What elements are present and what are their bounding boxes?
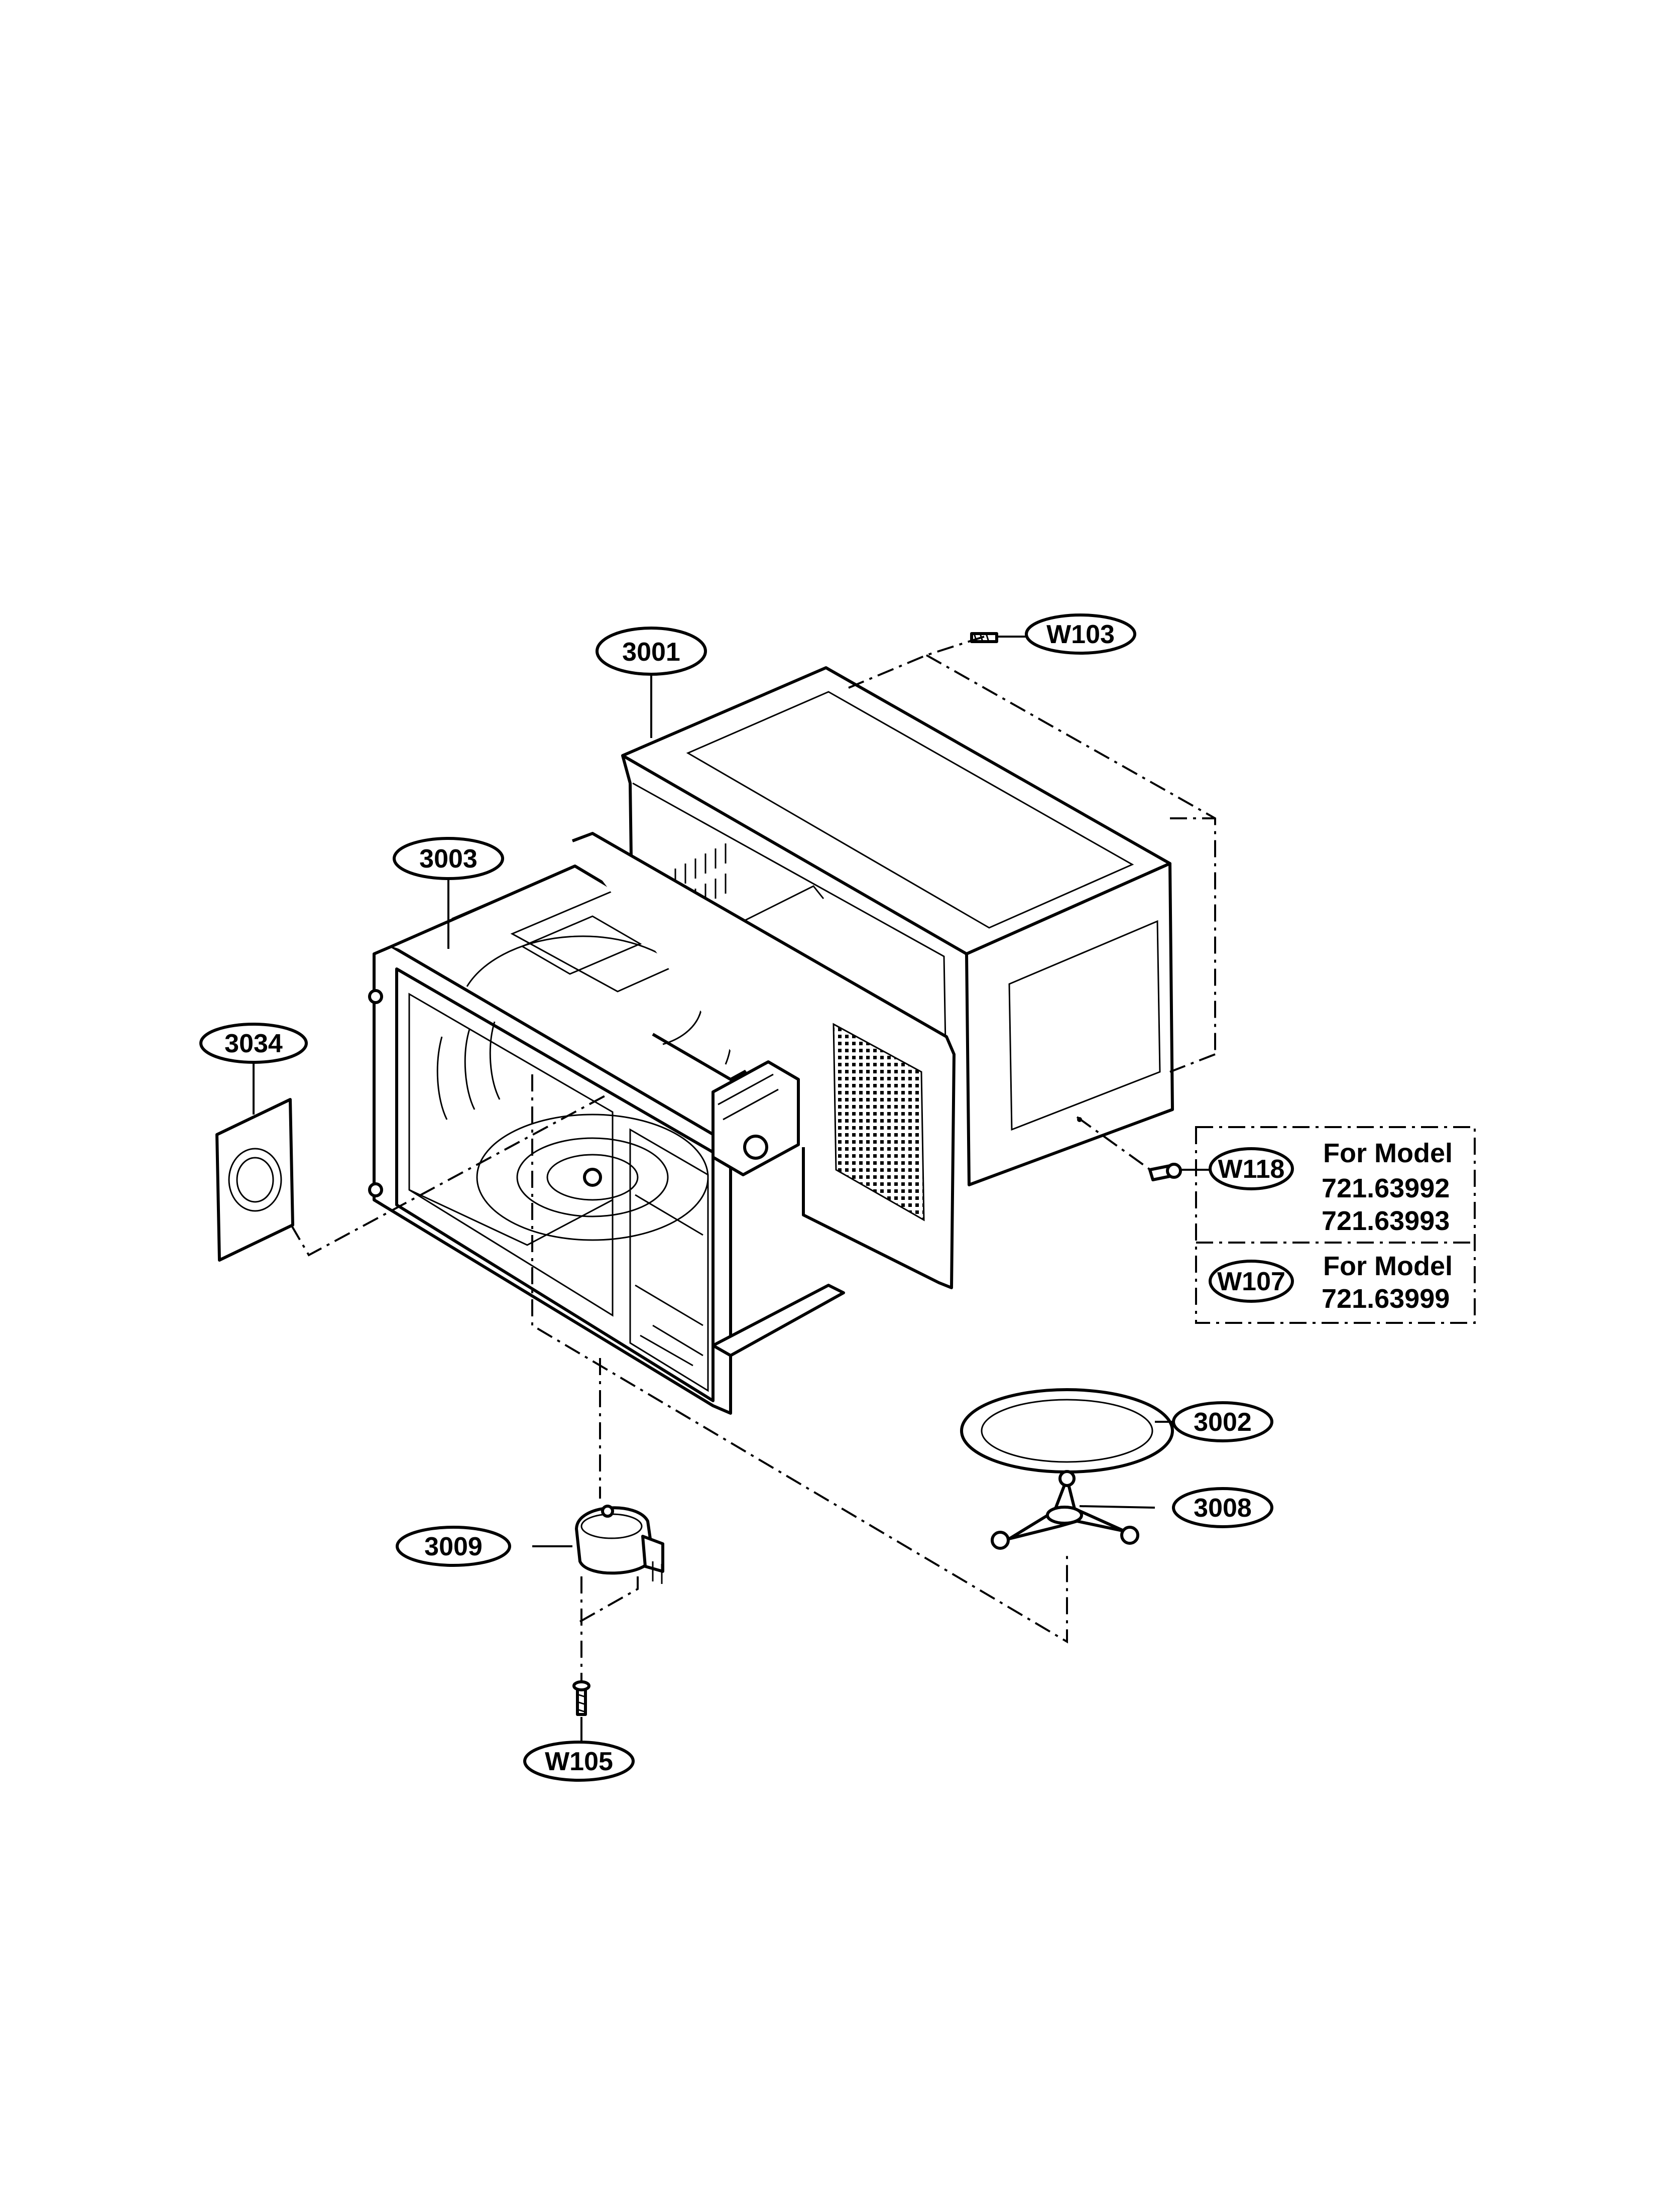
screw-w105 bbox=[572, 1680, 590, 1716]
callout-3008: 3008 bbox=[1172, 1487, 1273, 1528]
callout-w103-label: W103 bbox=[1046, 620, 1115, 649]
callout-3034-label: 3034 bbox=[224, 1029, 283, 1058]
w107-model-number-1: 721.63999 bbox=[1322, 1284, 1450, 1314]
cavity-chassis bbox=[368, 832, 956, 1415]
w118-model-heading: For Model bbox=[1323, 1138, 1453, 1168]
roller-guide bbox=[991, 1470, 1139, 1550]
callout-w118-label: W118 bbox=[1218, 1155, 1285, 1184]
callout-w107-label: W107 bbox=[1217, 1267, 1285, 1296]
callout-3002: 3002 bbox=[1172, 1401, 1273, 1442]
callout-w105: W105 bbox=[523, 1741, 635, 1782]
w107-model-heading: For Model bbox=[1323, 1251, 1453, 1281]
turntable-motor bbox=[575, 1505, 664, 1584]
outer-cabinet bbox=[621, 666, 1174, 1190]
callout-w107: W107 bbox=[1209, 1260, 1294, 1303]
screw-w118 bbox=[1148, 1163, 1182, 1181]
leader-lines bbox=[253, 636, 1210, 1742]
callout-3001-label: 3001 bbox=[622, 638, 680, 667]
callout-w105-label: W105 bbox=[545, 1747, 613, 1776]
callout-3009-label: 3009 bbox=[424, 1532, 483, 1561]
callout-w103: W103 bbox=[1025, 613, 1136, 655]
callout-3009: 3009 bbox=[396, 1526, 511, 1567]
glass-tray bbox=[960, 1388, 1174, 1473]
callout-3001: 3001 bbox=[596, 627, 707, 676]
callout-3008-label: 3008 bbox=[1194, 1494, 1252, 1523]
callout-3002-label: 3002 bbox=[1194, 1408, 1252, 1437]
callout-3034: 3034 bbox=[199, 1023, 308, 1064]
callout-3003: 3003 bbox=[393, 837, 504, 880]
w118-model-number-1: 721.63992 bbox=[1322, 1173, 1450, 1203]
assembly-lines bbox=[290, 636, 1216, 1682]
w118-model-number-2: 721.63993 bbox=[1322, 1206, 1450, 1236]
model-box: For Model 721.63992 721.63993 For Model … bbox=[1195, 1126, 1476, 1324]
callout-3003-label: 3003 bbox=[419, 844, 478, 874]
waveguide-cover bbox=[215, 1098, 294, 1262]
callout-w118: W118 bbox=[1209, 1147, 1294, 1190]
